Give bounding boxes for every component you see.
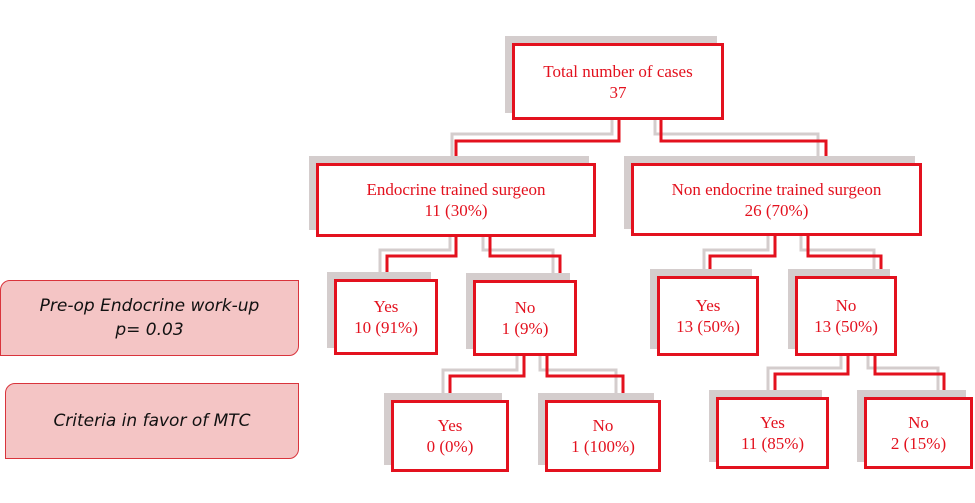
node-nonendo-workup-no: No 13 (50%) (795, 276, 897, 356)
node-title: Non endocrine trained surgeon (671, 179, 882, 199)
node-title: Yes (437, 416, 463, 435)
node-title: No (835, 296, 857, 315)
node-value: 13 (50%) (676, 317, 740, 336)
node-value: 11 (30%) (424, 201, 488, 220)
node-title: Yes (760, 413, 785, 432)
node-value: 10 (91%) (354, 318, 418, 337)
node-value: 0 (0%) (426, 437, 474, 456)
node-title: Total number of cases (543, 61, 693, 81)
row-label-mtc-criteria: Criteria in favor of MTC (5, 383, 299, 459)
edge-endo-no-to-mtc-yes (448, 356, 526, 400)
node-nonendo-mtc-no: No 2 (15%) (864, 397, 973, 469)
node-value: 1 (9%) (501, 319, 549, 338)
node-value: 11 (85%) (740, 434, 805, 453)
edge-nonendo-no-to-mtc-yes (773, 356, 850, 397)
edge-nonendo-to-yes (708, 236, 777, 276)
node-title: No (514, 298, 536, 317)
connector-shadow (866, 353, 940, 391)
connector-edges (385, 120, 946, 400)
node-nonendo-mtc-yes: Yes 11 (85%) (716, 397, 829, 469)
connector-shadow (702, 233, 770, 270)
node-nonendo-workup-yes: Yes 13 (50%) (657, 276, 759, 356)
row-label-text: Criteria in favor of MTC (53, 411, 251, 431)
connector-shadow (378, 234, 452, 273)
row-label-text: Pre-op Endocrine work-up (39, 296, 260, 316)
edge-endo-no-to-mtc-no (545, 356, 625, 400)
node-value: 37 (609, 82, 627, 102)
connector-shadows (378, 118, 940, 394)
connector-shadow (481, 234, 555, 274)
connector-shadow (538, 353, 618, 394)
node-value: 1 (100%) (571, 437, 635, 456)
node-value: 2 (15%) (890, 434, 947, 453)
edge-nonendo-no-to-mtc-no (873, 356, 946, 397)
node-non-endocrine-surgeon: Non endocrine trained surgeon 26 (70%) (631, 163, 922, 236)
edge-endo-to-no (488, 237, 562, 280)
node-value: 26 (70%) (744, 200, 809, 220)
connector-shadow (653, 118, 820, 157)
node-title: Yes (373, 297, 399, 316)
node-title: No (592, 416, 614, 435)
node-endo-mtc-yes: Yes 0 (0%) (391, 400, 509, 472)
node-endo-workup-yes: Yes 10 (91%) (334, 279, 438, 355)
edge-total-to-nonendo (659, 120, 828, 163)
node-endocrine-surgeon: Endocrine trained surgeon 11 (30%) (316, 163, 596, 237)
row-label-preop-workup: Pre-op Endocrine work-up p= 0.03 (0, 280, 299, 356)
connector-shadow (450, 118, 614, 157)
connector-shadow (799, 233, 876, 270)
node-endo-mtc-no: No 1 (100%) (545, 400, 661, 472)
node-title: Yes (695, 296, 721, 315)
node-value: 13 (50%) (814, 317, 878, 336)
edge-nonendo-to-no (806, 236, 883, 276)
node-total-cases: Total number of cases 37 (512, 43, 724, 120)
node-title: No (908, 413, 929, 432)
edge-total-to-endo (454, 120, 621, 163)
connector-shadow (441, 353, 519, 394)
edge-endo-to-yes (385, 237, 458, 279)
connector-shadow (766, 353, 843, 391)
node-endo-workup-no: No 1 (9%) (473, 280, 577, 356)
node-title: Endocrine trained surgeon (366, 180, 546, 199)
row-label-pvalue: p= 0.03 (115, 320, 184, 340)
